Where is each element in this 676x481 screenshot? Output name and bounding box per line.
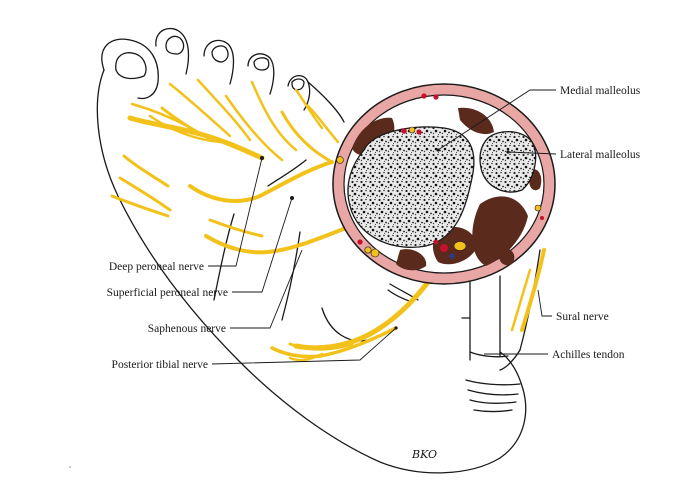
vein-anterior bbox=[416, 129, 422, 135]
muscle-small bbox=[396, 249, 427, 271]
vessel-top-2 bbox=[433, 94, 439, 100]
vessel-lowleft-1 bbox=[357, 239, 363, 245]
stray-mark bbox=[69, 466, 71, 468]
label-lateral-malleolus: Lateral malleolus bbox=[560, 149, 641, 161]
fibula-bone bbox=[479, 131, 537, 193]
nerves bbox=[110, 78, 546, 362]
vessel-top-1 bbox=[421, 93, 427, 99]
posterior-tibial-artery bbox=[440, 244, 448, 252]
posterior-tibial-nerve-dot bbox=[453, 241, 467, 251]
sural-nerve-dot bbox=[534, 204, 542, 212]
muscle-top bbox=[458, 107, 494, 135]
vessel-bottom-2 bbox=[433, 239, 439, 245]
label-achilles-tendon: Achilles tendon bbox=[552, 349, 625, 361]
nerve-dot-medial bbox=[336, 156, 344, 164]
label-deep-peroneal-nerve: Deep peroneal nerve bbox=[109, 261, 204, 273]
labels: Medial malleolus Lateral malleolus Deep … bbox=[107, 85, 641, 371]
label-medial-malleolus: Medial malleolus bbox=[560, 85, 641, 97]
artist-signature: BKO bbox=[411, 448, 437, 461]
label-sural-nerve: Sural nerve bbox=[556, 311, 609, 323]
muscle-right-low bbox=[498, 247, 515, 266]
muscle-posterior bbox=[472, 196, 528, 266]
posterior-tibial-vein bbox=[449, 253, 455, 259]
nerve-lowleft-2 bbox=[370, 248, 380, 258]
nerve-lowleft bbox=[364, 246, 372, 254]
ankle-cross-section bbox=[332, 83, 556, 285]
nerve-anterior bbox=[408, 126, 416, 134]
lateral-vessel bbox=[540, 216, 544, 220]
label-posterior-tibial-nerve: Posterior tibial nerve bbox=[112, 359, 208, 371]
label-saphenous-nerve: Saphenous nerve bbox=[148, 323, 226, 335]
artery-anterior bbox=[401, 128, 407, 134]
leader-lines bbox=[208, 89, 557, 365]
label-superficial-peroneal-nerve: Superficial peroneal nerve bbox=[107, 287, 228, 299]
tibia-bone bbox=[347, 126, 475, 248]
